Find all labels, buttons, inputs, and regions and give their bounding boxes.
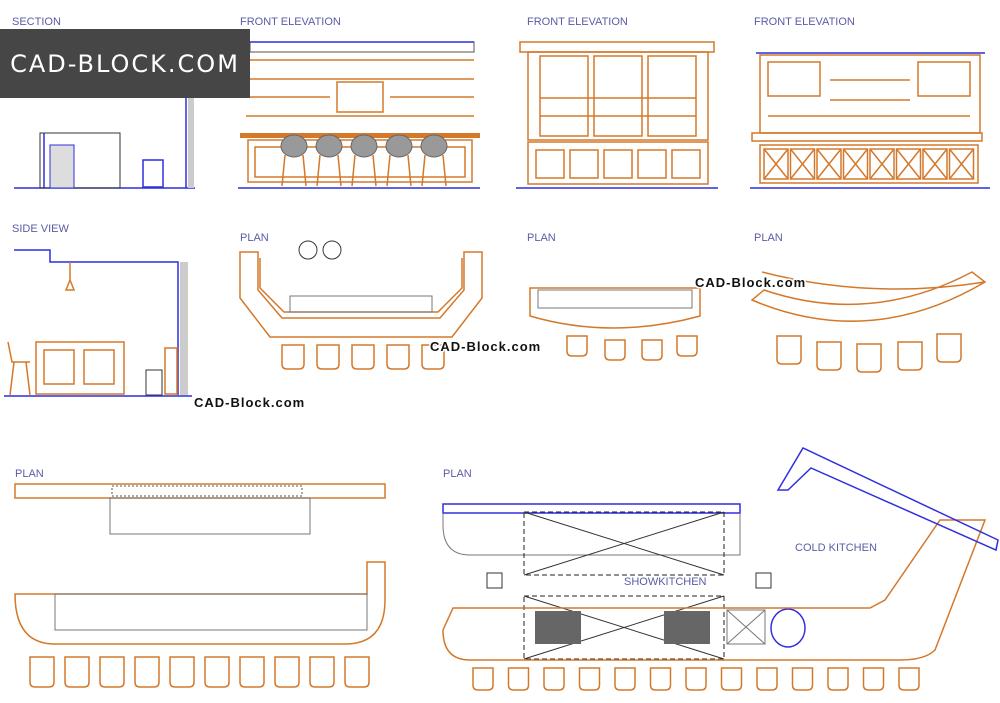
label-plan-4: PLAN bbox=[15, 468, 44, 480]
front-elevation-3-drawing bbox=[750, 52, 990, 189]
watermark: CAD-Block.com bbox=[194, 395, 305, 410]
stools-plan-5 bbox=[472, 667, 920, 691]
label-plan-5: PLAN bbox=[443, 468, 472, 480]
stool-seat-icon bbox=[420, 134, 448, 158]
stool-icon bbox=[649, 667, 672, 691]
cabinet-cross bbox=[895, 148, 922, 180]
stool-legs-icon bbox=[386, 154, 412, 187]
label-plan-2: PLAN bbox=[527, 232, 556, 244]
stool-icon bbox=[898, 667, 920, 691]
cabinet-cross bbox=[842, 148, 869, 180]
stool-legs-icon bbox=[316, 154, 342, 187]
stool-icon bbox=[507, 667, 530, 691]
label-front-elevation-3: FRONT ELEVATION bbox=[754, 16, 855, 28]
stool-icon bbox=[776, 335, 802, 365]
stool-icon bbox=[309, 656, 335, 688]
stool-icon bbox=[676, 335, 698, 357]
stool-seat-icon bbox=[315, 134, 343, 158]
stool-icon bbox=[756, 667, 778, 691]
stool-icon bbox=[386, 344, 410, 370]
cabinet-panel bbox=[763, 148, 789, 180]
stool-icon bbox=[274, 656, 300, 688]
plan-4-drawing bbox=[14, 483, 386, 645]
stools-plan-3 bbox=[776, 333, 962, 373]
cabinet-panel bbox=[948, 148, 975, 180]
stool-legs-icon bbox=[421, 154, 447, 187]
label-plan-1: PLAN bbox=[240, 232, 269, 244]
stool-icon bbox=[316, 344, 340, 370]
plan-1-drawing bbox=[239, 240, 483, 338]
stool-icon bbox=[351, 344, 375, 370]
cabinet-cross bbox=[922, 148, 948, 180]
stool-icon bbox=[421, 344, 445, 370]
stool-icon bbox=[64, 656, 90, 688]
stool-icon bbox=[239, 656, 265, 688]
cabinet-panel bbox=[922, 148, 948, 180]
stool-icon bbox=[816, 341, 842, 371]
stool-seat-icon bbox=[385, 134, 413, 158]
stool-icon bbox=[204, 656, 230, 688]
stool-icon bbox=[614, 667, 636, 691]
stool-icon bbox=[641, 339, 663, 361]
front-elevation-2-drawing bbox=[516, 41, 718, 189]
stool-icon bbox=[685, 667, 707, 691]
stool-icon bbox=[827, 667, 849, 691]
stool-icon bbox=[604, 339, 626, 361]
stool-icon bbox=[897, 341, 923, 371]
cabinet-panel bbox=[895, 148, 922, 180]
cabinet-cross bbox=[763, 148, 789, 180]
stool-icon bbox=[578, 667, 601, 691]
stool-legs-icon bbox=[351, 154, 377, 187]
stool-icon bbox=[936, 333, 962, 363]
label-front-elevation-1: FRONT ELEVATION bbox=[240, 16, 341, 28]
stool-icon bbox=[720, 667, 743, 691]
cabinet-cross bbox=[869, 148, 895, 180]
stool-icon bbox=[791, 667, 814, 691]
cabinet-panel bbox=[869, 148, 895, 180]
stools-plan-1 bbox=[281, 344, 445, 370]
label-cold-kitchen: COLD KITCHEN bbox=[795, 542, 877, 554]
stool-seat-icon bbox=[280, 134, 308, 158]
watermark: CAD-Block.com bbox=[430, 339, 541, 354]
stool-icon bbox=[566, 335, 588, 357]
cabinet-panel bbox=[789, 148, 816, 180]
stool-icon bbox=[134, 656, 160, 688]
cabinet-panel bbox=[842, 148, 869, 180]
stool-seat-icon bbox=[350, 134, 378, 158]
label-showkitchen: SHOWKITCHEN bbox=[624, 576, 707, 588]
plan-2-drawing bbox=[529, 287, 701, 329]
stool-icon bbox=[99, 656, 125, 688]
label-side-view: SIDE VIEW bbox=[12, 223, 69, 235]
stools-plan-4 bbox=[29, 656, 370, 688]
stool-icon bbox=[862, 667, 885, 691]
cabinet-panel bbox=[816, 148, 842, 180]
cabinet-cross bbox=[789, 148, 816, 180]
stool-icon bbox=[543, 667, 565, 691]
section-drawing bbox=[14, 95, 195, 189]
stool-icon bbox=[281, 344, 305, 370]
cabinet-x-panels bbox=[763, 148, 975, 180]
stools-plan-2 bbox=[566, 335, 698, 361]
plan-5-drawing bbox=[442, 447, 999, 661]
stool-icon bbox=[856, 343, 882, 373]
stool-icon bbox=[344, 656, 370, 688]
label-front-elevation-2: FRONT ELEVATION bbox=[527, 16, 628, 28]
cad-block-logo: CAD-BLOCK.COM bbox=[0, 29, 250, 98]
cabinet-cross bbox=[816, 148, 842, 180]
stool-icon bbox=[472, 667, 494, 691]
label-section: SECTION bbox=[12, 16, 61, 28]
stool-legs-icon bbox=[281, 154, 307, 187]
label-plan-3: PLAN bbox=[754, 232, 783, 244]
bar-stools-elevation bbox=[280, 134, 448, 187]
cabinet-cross bbox=[948, 148, 975, 180]
stool-icon bbox=[169, 656, 195, 688]
side-view-drawing bbox=[4, 249, 192, 397]
plan-3-drawing bbox=[750, 271, 987, 322]
watermark: CAD-Block.com bbox=[695, 275, 806, 290]
stool-icon bbox=[29, 656, 55, 688]
